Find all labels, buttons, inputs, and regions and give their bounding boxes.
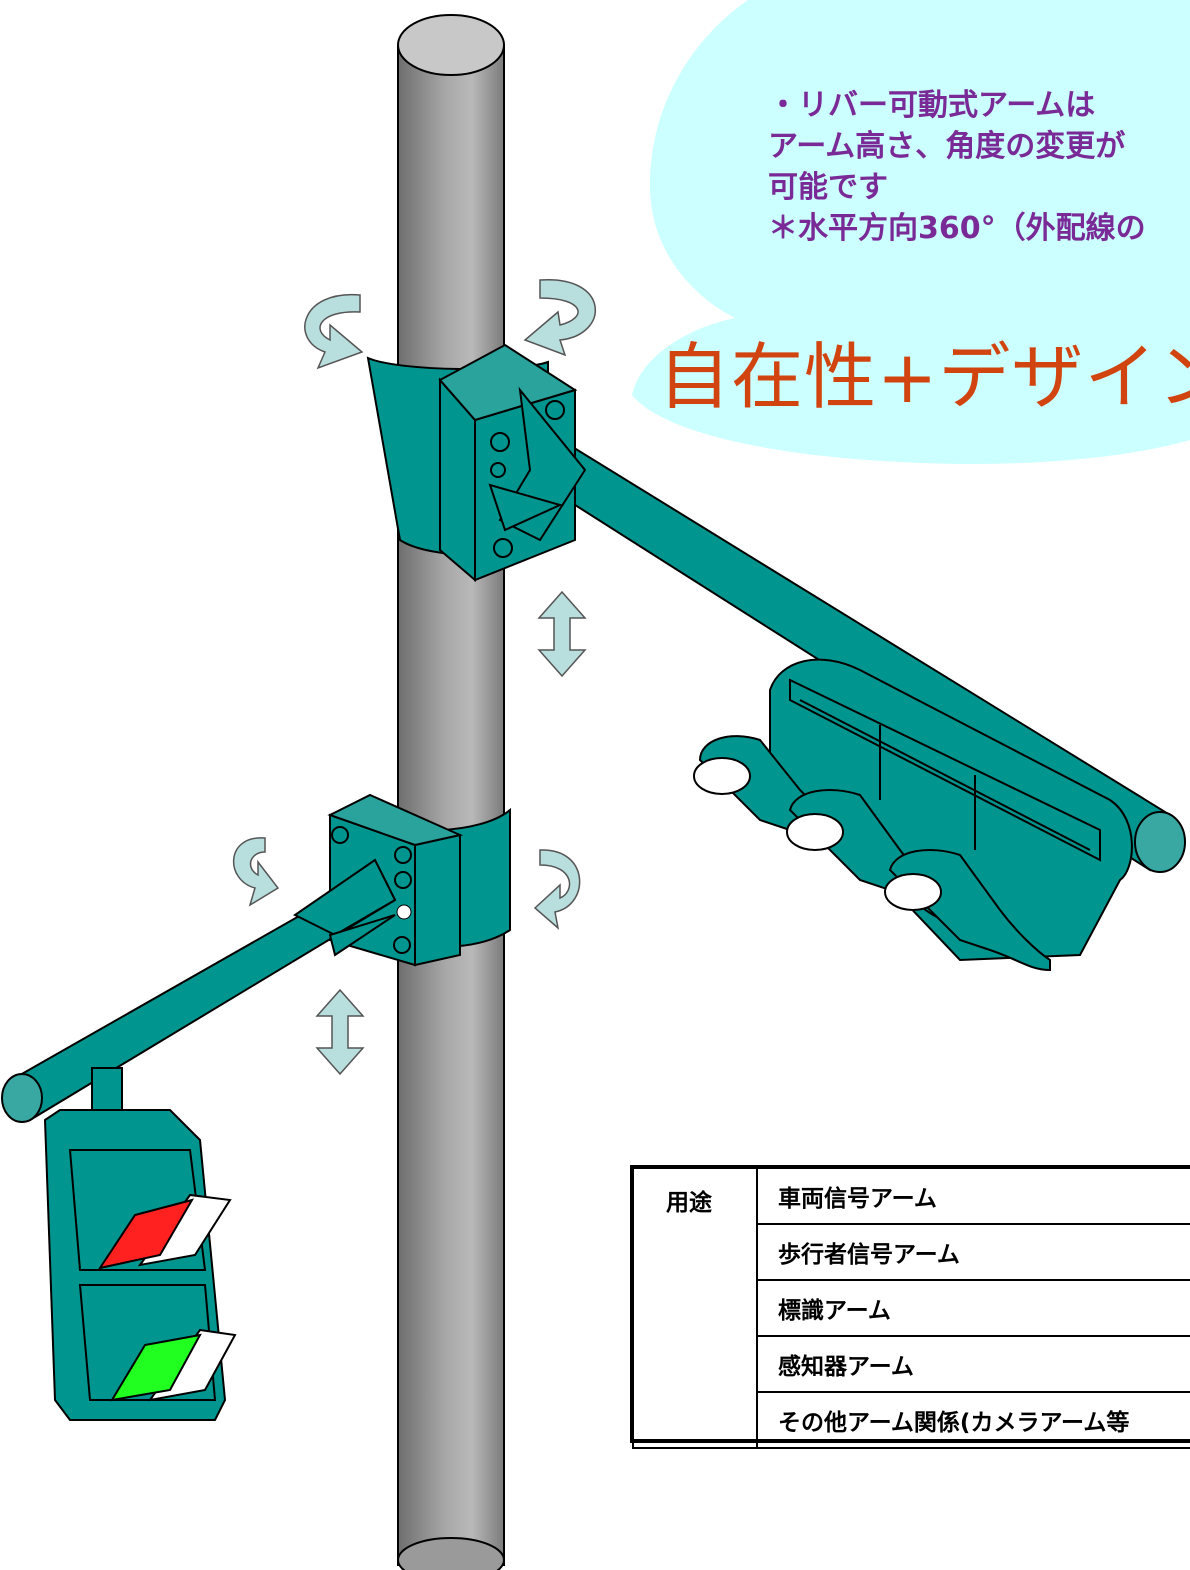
table-cell: 歩行者信号アーム: [756, 1223, 1190, 1281]
table-row: 標識アーム: [633, 1279, 1190, 1337]
headline: 自在性+デザイン: [658, 335, 1190, 419]
callout-text-line: アーム高さ、角度の変更が: [768, 129, 1126, 164]
callout-text-line: ・リバー可動式アームは: [768, 88, 1096, 123]
table-cell: 車両信号アーム: [756, 1167, 1190, 1225]
vehicle-signal-head: [693, 658, 1133, 972]
pedestrian-signal-head: [43, 1109, 237, 1421]
pedestrian-signal-arm: [1, 858, 397, 1123]
rotate-arrow-icon: [523, 279, 596, 357]
upper-clamp: [366, 343, 587, 583]
red-signal-lamp: [97, 1198, 195, 1270]
callout-text-line: 可能です: [768, 170, 888, 205]
rotate-arrow-icon: [232, 837, 280, 907]
rotate-arrow-icon: [304, 294, 364, 370]
table-row: 歩行者信号アーム: [633, 1223, 1190, 1281]
usage-table: 用途 車両信号アーム 歩行者信号アーム 標識アーム 感知器アーム その他アーム関…: [632, 1167, 1190, 1449]
rotate-arrow-icon: [533, 849, 581, 930]
pole: [397, 14, 505, 1570]
table-cell: その他アーム関係(カメラアーム等: [756, 1391, 1190, 1449]
vertical-double-arrow-icon: [315, 988, 365, 1076]
table-cell: 標識アーム: [756, 1279, 1190, 1337]
callout-text-line: ＊水平方向360°（外配線の: [768, 211, 1146, 246]
table-header-cell: 用途: [632, 1167, 758, 1449]
lower-clamp: [327, 793, 511, 967]
green-signal-lamp: [110, 1333, 202, 1402]
callout-bubble: [632, 0, 1190, 464]
table-row: 感知器アーム: [633, 1335, 1190, 1393]
table-row: 用途 車両信号アーム: [632, 1167, 1190, 1449]
table-cell: 感知器アーム: [756, 1335, 1190, 1393]
vertical-double-arrow-icon: [537, 590, 587, 678]
